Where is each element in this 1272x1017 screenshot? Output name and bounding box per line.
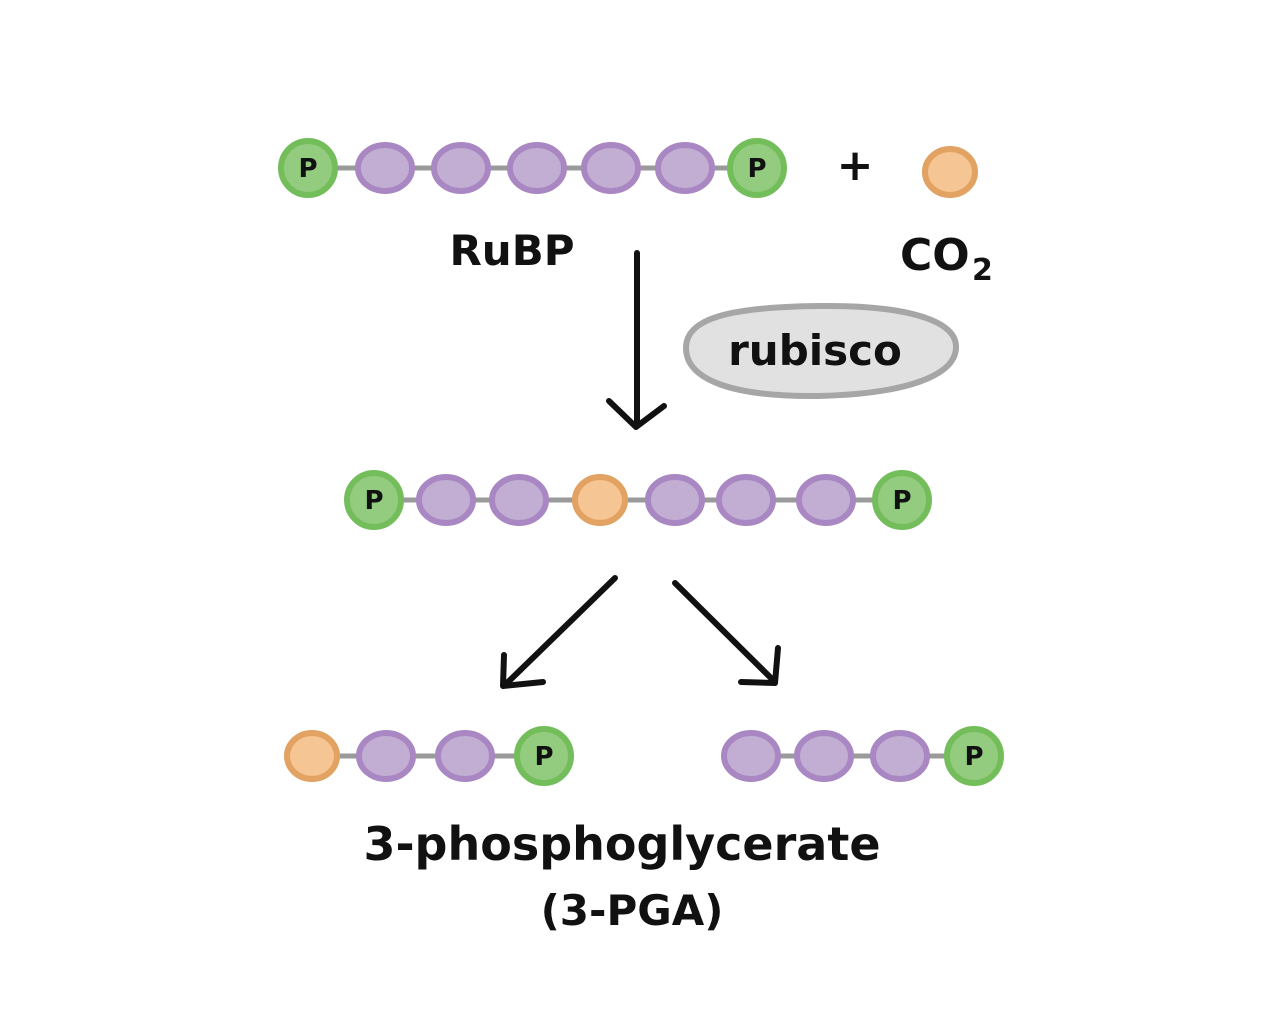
co2-label: CO 2 — [900, 230, 993, 288]
co2-carbon — [922, 146, 978, 198]
carbon-atom — [716, 474, 776, 526]
carbon-atom — [796, 474, 856, 526]
co2-label-main: CO — [900, 230, 970, 281]
carbon-atom — [581, 142, 641, 194]
phosphate-group — [944, 726, 1004, 786]
plus-sign: + — [837, 140, 874, 191]
pga-molecule-left: P — [284, 726, 574, 786]
phosphate-label: P — [747, 154, 766, 184]
rubisco-label: rubisco — [728, 326, 902, 375]
carbon-atom — [489, 474, 549, 526]
phosphate-group — [278, 138, 338, 198]
phosphate-group — [344, 470, 404, 530]
pga-molecule-right: P — [721, 726, 1004, 786]
carbon-atom — [794, 730, 854, 782]
rubp-label: RuBP — [449, 226, 574, 275]
carbon-atom — [870, 730, 930, 782]
carbon-atom — [416, 474, 476, 526]
product-abbrev-label: (3-PGA) — [541, 886, 724, 935]
arrow-intermediate-to-pga-left — [500, 575, 618, 689]
phosphate-label: P — [964, 742, 983, 772]
co2-label-subscript: 2 — [972, 253, 993, 288]
co2-carbon — [572, 474, 628, 526]
carbon-atom — [721, 730, 781, 782]
carbon-atom — [355, 142, 415, 194]
carbon-atom — [356, 730, 416, 782]
carbon-atom — [435, 730, 495, 782]
rubisco-enzyme: rubisco — [682, 302, 960, 400]
phosphate-label: P — [364, 486, 383, 516]
phosphate-label: P — [892, 486, 911, 516]
phosphate-label: P — [534, 742, 553, 772]
arrow-intermediate-to-pga-right — [672, 580, 781, 686]
co2-carbon — [284, 730, 340, 782]
phosphate-group — [514, 726, 574, 786]
carbon-atom — [431, 142, 491, 194]
product-name-label: 3-phosphoglycerate — [363, 817, 880, 871]
rubisco-enzyme-shape — [682, 302, 960, 400]
phosphate-group — [727, 138, 787, 198]
co2-molecule — [922, 146, 978, 198]
carbon-atom — [507, 142, 567, 194]
phosphate-label: P — [298, 154, 317, 184]
carbon-atom — [645, 474, 705, 526]
phosphate-group — [872, 470, 932, 530]
arrow-rubp-to-intermediate — [606, 250, 667, 430]
carbon-atom — [655, 142, 715, 194]
